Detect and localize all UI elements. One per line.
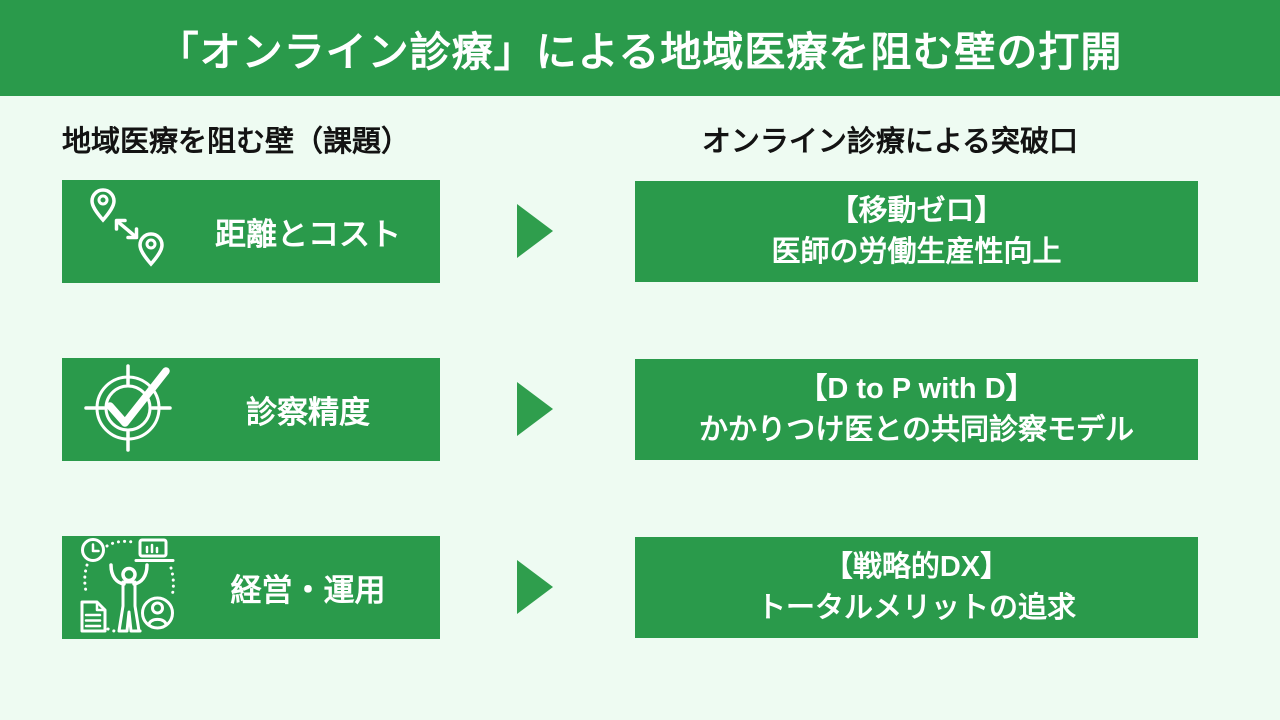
column-header-challenges: 地域医療を阻む壁（課題） — [62, 126, 411, 158]
solution-heading: 【戦略的DX】 — [823, 550, 1010, 583]
column-header-solutions: オンライン診療による突破口 — [701, 126, 1079, 158]
challenge-label: 診察精度 — [246, 395, 370, 430]
solution-box: 【戦略的DX】 トータルメリットの追求 — [635, 537, 1198, 638]
challenge-label: 経営・運用 — [230, 573, 386, 608]
flow-row-management: 経営・運用 【戦略的DX】 トータルメリットの追求 — [0, 536, 1280, 639]
flow-arrow-icon — [517, 382, 553, 436]
slide-title: 「オンライン診療」による地域医療を阻む壁の打開 — [157, 29, 1123, 75]
challenge-box: 経営・運用 — [62, 536, 440, 639]
solution-box: 【D to P with D】 かかりつけ医との共同診察モデル — [635, 359, 1198, 460]
solution-detail: 医師の労働生産性向上 — [771, 235, 1062, 268]
challenge-box: 距離とコスト — [62, 180, 440, 283]
team-management-icon — [80, 537, 176, 638]
flow-arrow-icon — [517, 204, 553, 258]
flow-row-accuracy: 診察精度 【D to P with D】 かかりつけ医との共同診察モデル — [0, 358, 1280, 461]
challenge-label: 距離とコスト — [215, 217, 401, 252]
solution-box: 【移動ゼロ】 医師の労働生産性向上 — [635, 181, 1198, 282]
solution-heading: 【移動ゼロ】 — [829, 194, 1004, 227]
flow-row-distance: 距離とコスト 【移動ゼロ】 医師の労働生産性向上 — [0, 180, 1280, 283]
distance-pins-icon — [80, 182, 176, 282]
solution-detail: トータルメリットの追求 — [756, 591, 1076, 624]
flow-arrow-icon — [517, 560, 553, 614]
solution-detail: かかりつけ医との共同診察モデル — [698, 413, 1134, 446]
slide-header: 「オンライン診療」による地域医療を阻む壁の打開 — [0, 0, 1280, 96]
challenge-box: 診察精度 — [62, 358, 440, 461]
target-check-icon — [80, 360, 176, 460]
solution-heading: 【D to P with D】 — [798, 372, 1035, 405]
